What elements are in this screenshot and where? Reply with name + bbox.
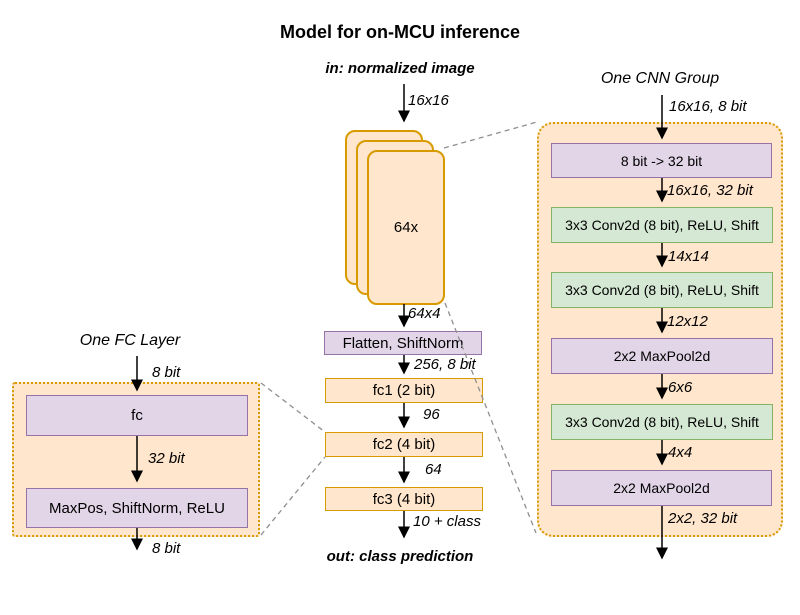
cnn-maxpool1-box: 2x2 MaxPool2d bbox=[551, 338, 773, 374]
cnn-conv3-box: 3x3 Conv2d (8 bit), ReLU, Shift bbox=[551, 404, 773, 440]
cnn-between-label-3: 6x6 bbox=[668, 379, 693, 396]
fc2-out-label: 64 bbox=[425, 461, 442, 478]
fc-box: fc bbox=[26, 395, 248, 436]
flatten-shiftnorm-box: Flatten, ShiftNorm bbox=[324, 331, 482, 355]
dashed-fcgroup-to-fc2-bottom bbox=[260, 456, 326, 536]
cnn-between-label-0: 16x16, 32 bit bbox=[667, 182, 753, 199]
fc-mid-label: 32 bit bbox=[148, 450, 185, 467]
cnn-between-label-1: 14x14 bbox=[668, 248, 709, 265]
fc3-out-label: 10 + class bbox=[413, 513, 481, 530]
cnn-between-label-4: 4x4 bbox=[668, 444, 693, 461]
cnn-conv2-box: 3x3 Conv2d (8 bit), ReLU, Shift bbox=[551, 272, 773, 308]
output-label: out: class prediction bbox=[326, 548, 474, 565]
cnn-group-title: One CNN Group bbox=[600, 70, 720, 87]
fc-out-label: 8 bit bbox=[152, 540, 181, 557]
cnn-bitconvert-box: 8 bit -> 32 bit bbox=[551, 143, 772, 178]
cnn-in-label: 16x16, 8 bit bbox=[669, 98, 747, 115]
feature-map-count-label: 64x bbox=[393, 219, 419, 236]
input-label: in: normalized image bbox=[325, 60, 475, 77]
dashed-fcgroup-to-fc2-top bbox=[260, 382, 326, 433]
cards-out-label: 64x4 bbox=[408, 305, 441, 322]
cnn-conv1-box: 3x3 Conv2d (8 bit), ReLU, Shift bbox=[551, 207, 773, 243]
fc1-out-label: 96 bbox=[423, 406, 440, 423]
input-size-label: 16x16 bbox=[408, 92, 449, 109]
fc-maxpos-shiftnorm-relu-box: MaxPos, ShiftNorm, ReLU bbox=[26, 488, 248, 528]
cnn-maxpool2-box: 2x2 MaxPool2d bbox=[551, 470, 772, 506]
dashed-cards-to-cnn-top bbox=[443, 121, 538, 149]
cnn-out-label: 2x2, 32 bit bbox=[668, 510, 738, 527]
fc-in-label: 8 bit bbox=[152, 364, 181, 381]
page-title: Model for on-MCU inference bbox=[279, 22, 520, 42]
feature-map-card-front bbox=[367, 150, 445, 305]
cnn-between-label-2: 12x12 bbox=[667, 313, 708, 330]
fc1-box: fc1 (2 bit) bbox=[325, 378, 483, 403]
fc2-box: fc2 (4 bit) bbox=[325, 432, 483, 457]
fc-group-title: One FC Layer bbox=[79, 332, 181, 349]
flatten-out-label: 256, 8 bit bbox=[414, 356, 476, 373]
fc3-box: fc3 (4 bit) bbox=[325, 487, 483, 511]
